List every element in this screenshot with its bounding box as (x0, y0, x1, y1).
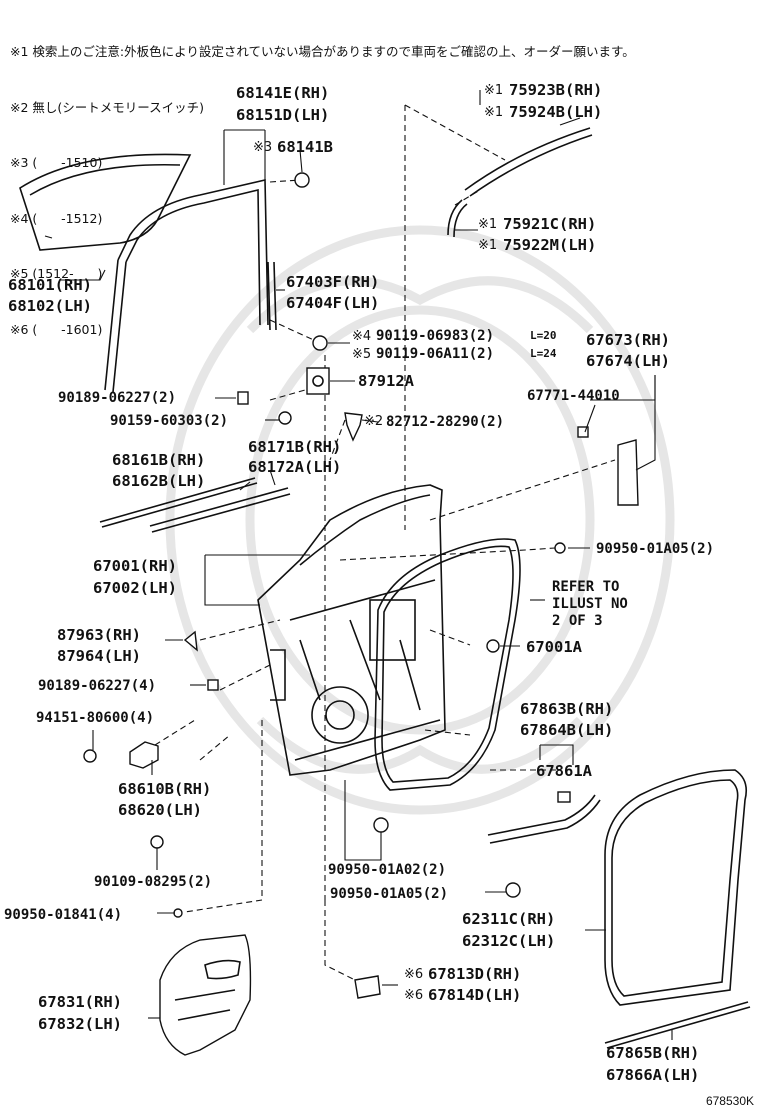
label-67861a: 67861A (536, 762, 593, 780)
label-90119-06a11: 90119-06A11(2) (376, 346, 494, 362)
label-67404f: 67404F(LH) (286, 294, 379, 312)
mark-6b: ※6 (404, 988, 423, 1003)
label-90189-06227-2: 90189-06227(2) (58, 390, 176, 406)
bolt-90109 (150, 835, 164, 849)
label-62311c: 62311C(RH) (462, 910, 555, 928)
plugs (173, 542, 566, 918)
label-75921c: 75921C(RH) (503, 215, 596, 233)
label-67865b: 67865B(RH) (606, 1044, 699, 1062)
label-68141e: 68141E(RH) (236, 84, 329, 102)
label-67001: 67001(RH) (93, 557, 177, 575)
label-67813d: 67813D(RH) (428, 965, 521, 983)
door-weatherstrip-loop (374, 538, 521, 791)
label-67832: 67832(LH) (38, 1015, 122, 1033)
note-6: ※6 ( -1601) (10, 321, 103, 337)
label-82712: 82712-28290(2) (386, 414, 504, 430)
leader-lines (60, 90, 673, 1040)
switch-82712 (344, 412, 363, 442)
label-68162b: 68162B(LH) (112, 472, 205, 490)
door-panel-67001 (257, 484, 446, 776)
label-75922m: 75922M(LH) (503, 236, 596, 254)
label-67866a: 67866A(LH) (606, 1066, 699, 1084)
bolt-90119 (312, 335, 328, 351)
label-90950-01a02: 90950-01A02(2) (328, 862, 446, 878)
label-68151d: 68151D(LH) (236, 106, 329, 124)
label-67771: 67771-44010 (527, 388, 620, 404)
label-94151: 94151-80600(4) (36, 710, 154, 726)
label-90950-01841: 90950-01841(4) (4, 907, 122, 923)
moulding-75921c (447, 199, 468, 238)
label-67403f: 67403F(RH) (286, 273, 379, 291)
label-67831: 67831(RH) (38, 993, 122, 1011)
note-5: ※5 (1512- ) (10, 266, 103, 281)
label-90159: 90159-60303(2) (110, 413, 228, 429)
label-67814d: 67814D(LH) (428, 986, 521, 1004)
clip-68141b (294, 172, 310, 188)
label-67864b: 67864B(LH) (520, 721, 613, 739)
mark-1d: ※1 (478, 238, 497, 253)
label-68172a: 68172A(LH) (248, 458, 341, 476)
label-75923b: 75923B(RH) (509, 81, 602, 99)
label-67673: 67673(RH) (586, 331, 670, 349)
label-67001a: 67001A (526, 638, 583, 656)
weatherstrip-62311c (604, 769, 748, 1006)
label-68171b: 68171B(RH) (248, 438, 341, 456)
bracket-87912a (306, 367, 330, 395)
part-labels: 68141E(RH) 68151D(LH) ※3 68141B ※1 75923… (4, 81, 714, 1084)
refer-line-2: ILLUST NO (552, 596, 628, 612)
moulding-67865b (604, 1001, 751, 1049)
label-62312c: 62312C(LH) (462, 932, 555, 950)
mark-1b: ※1 (484, 105, 503, 120)
label-68620: 68620(LH) (118, 801, 202, 819)
mark-1c: ※1 (478, 217, 497, 232)
label-67002: 67002(LH) (93, 579, 177, 597)
hole-plug-67001a (486, 639, 500, 653)
label-67674: 67674(LH) (586, 352, 670, 370)
label-87912a: 87912A (358, 372, 415, 390)
trim-panel-67831 (159, 934, 252, 1056)
belt-moulding-68161b (99, 477, 258, 528)
plug-67813d (354, 975, 381, 999)
glass-run-68141e (104, 178, 269, 393)
mark-6a: ※6 (404, 967, 423, 982)
mark-2: ※2 (364, 414, 383, 429)
weatherstrip-67403f (267, 261, 277, 331)
label-90950-01a05-top: 90950-01A05(2) (596, 541, 714, 557)
label-90189-06227-4: 90189-06227(4) (38, 678, 156, 694)
label-68141b: 68141B (277, 138, 333, 156)
note-1: ※1 検索上のご注意:外板色により設定されていない場合がありますので車両をご確認… (10, 44, 635, 59)
label-68161b: 68161B(RH) (112, 451, 205, 469)
label-75924b: 75924B(LH) (509, 103, 602, 121)
mark-5: ※5 (352, 347, 371, 362)
label-90109: 90109-08295(2) (94, 874, 212, 890)
cover-67863b (487, 791, 601, 844)
hinge-68610b (83, 741, 159, 769)
label-90950-01a05-bottom: 90950-01A05(2) (330, 886, 448, 902)
label-l24: L=24 (530, 347, 557, 360)
moulding-75923b (464, 127, 593, 197)
mark-1a: ※1 (484, 83, 503, 98)
clips-90189-90159 (237, 391, 292, 425)
refer-line-3: 2 OF 3 (552, 613, 603, 629)
note-4: ※4 ( -1512) (10, 210, 103, 226)
label-87963: 87963(RH) (57, 626, 141, 644)
note-2: ※2 無し(シートメモリースイッチ) (10, 99, 205, 115)
label-67863b: 67863B(RH) (520, 700, 613, 718)
label-90119-06983: 90119-06983(2) (376, 328, 494, 344)
label-68101: 68101(RH) (8, 276, 92, 294)
garnish-67673 (577, 426, 639, 506)
mark-4: ※4 (352, 329, 371, 344)
mark-3: ※3 (253, 140, 272, 155)
label-l20: L=20 (530, 329, 557, 342)
clip-87963 (183, 630, 219, 691)
diagram-code: 678530K (705, 1094, 754, 1108)
label-87964: 87964(LH) (57, 647, 141, 665)
refer-line-1: REFER TO (552, 579, 619, 595)
label-68102: 68102(LH) (8, 297, 92, 315)
notes-block: ※1 検索上のご注意:外板色により設定されていない場合がありますので車両をご確認… (10, 6, 635, 358)
door-glass-68101 (19, 153, 192, 251)
belt-moulding-68171b (149, 487, 291, 533)
label-68610b: 68610B(RH) (118, 780, 211, 798)
